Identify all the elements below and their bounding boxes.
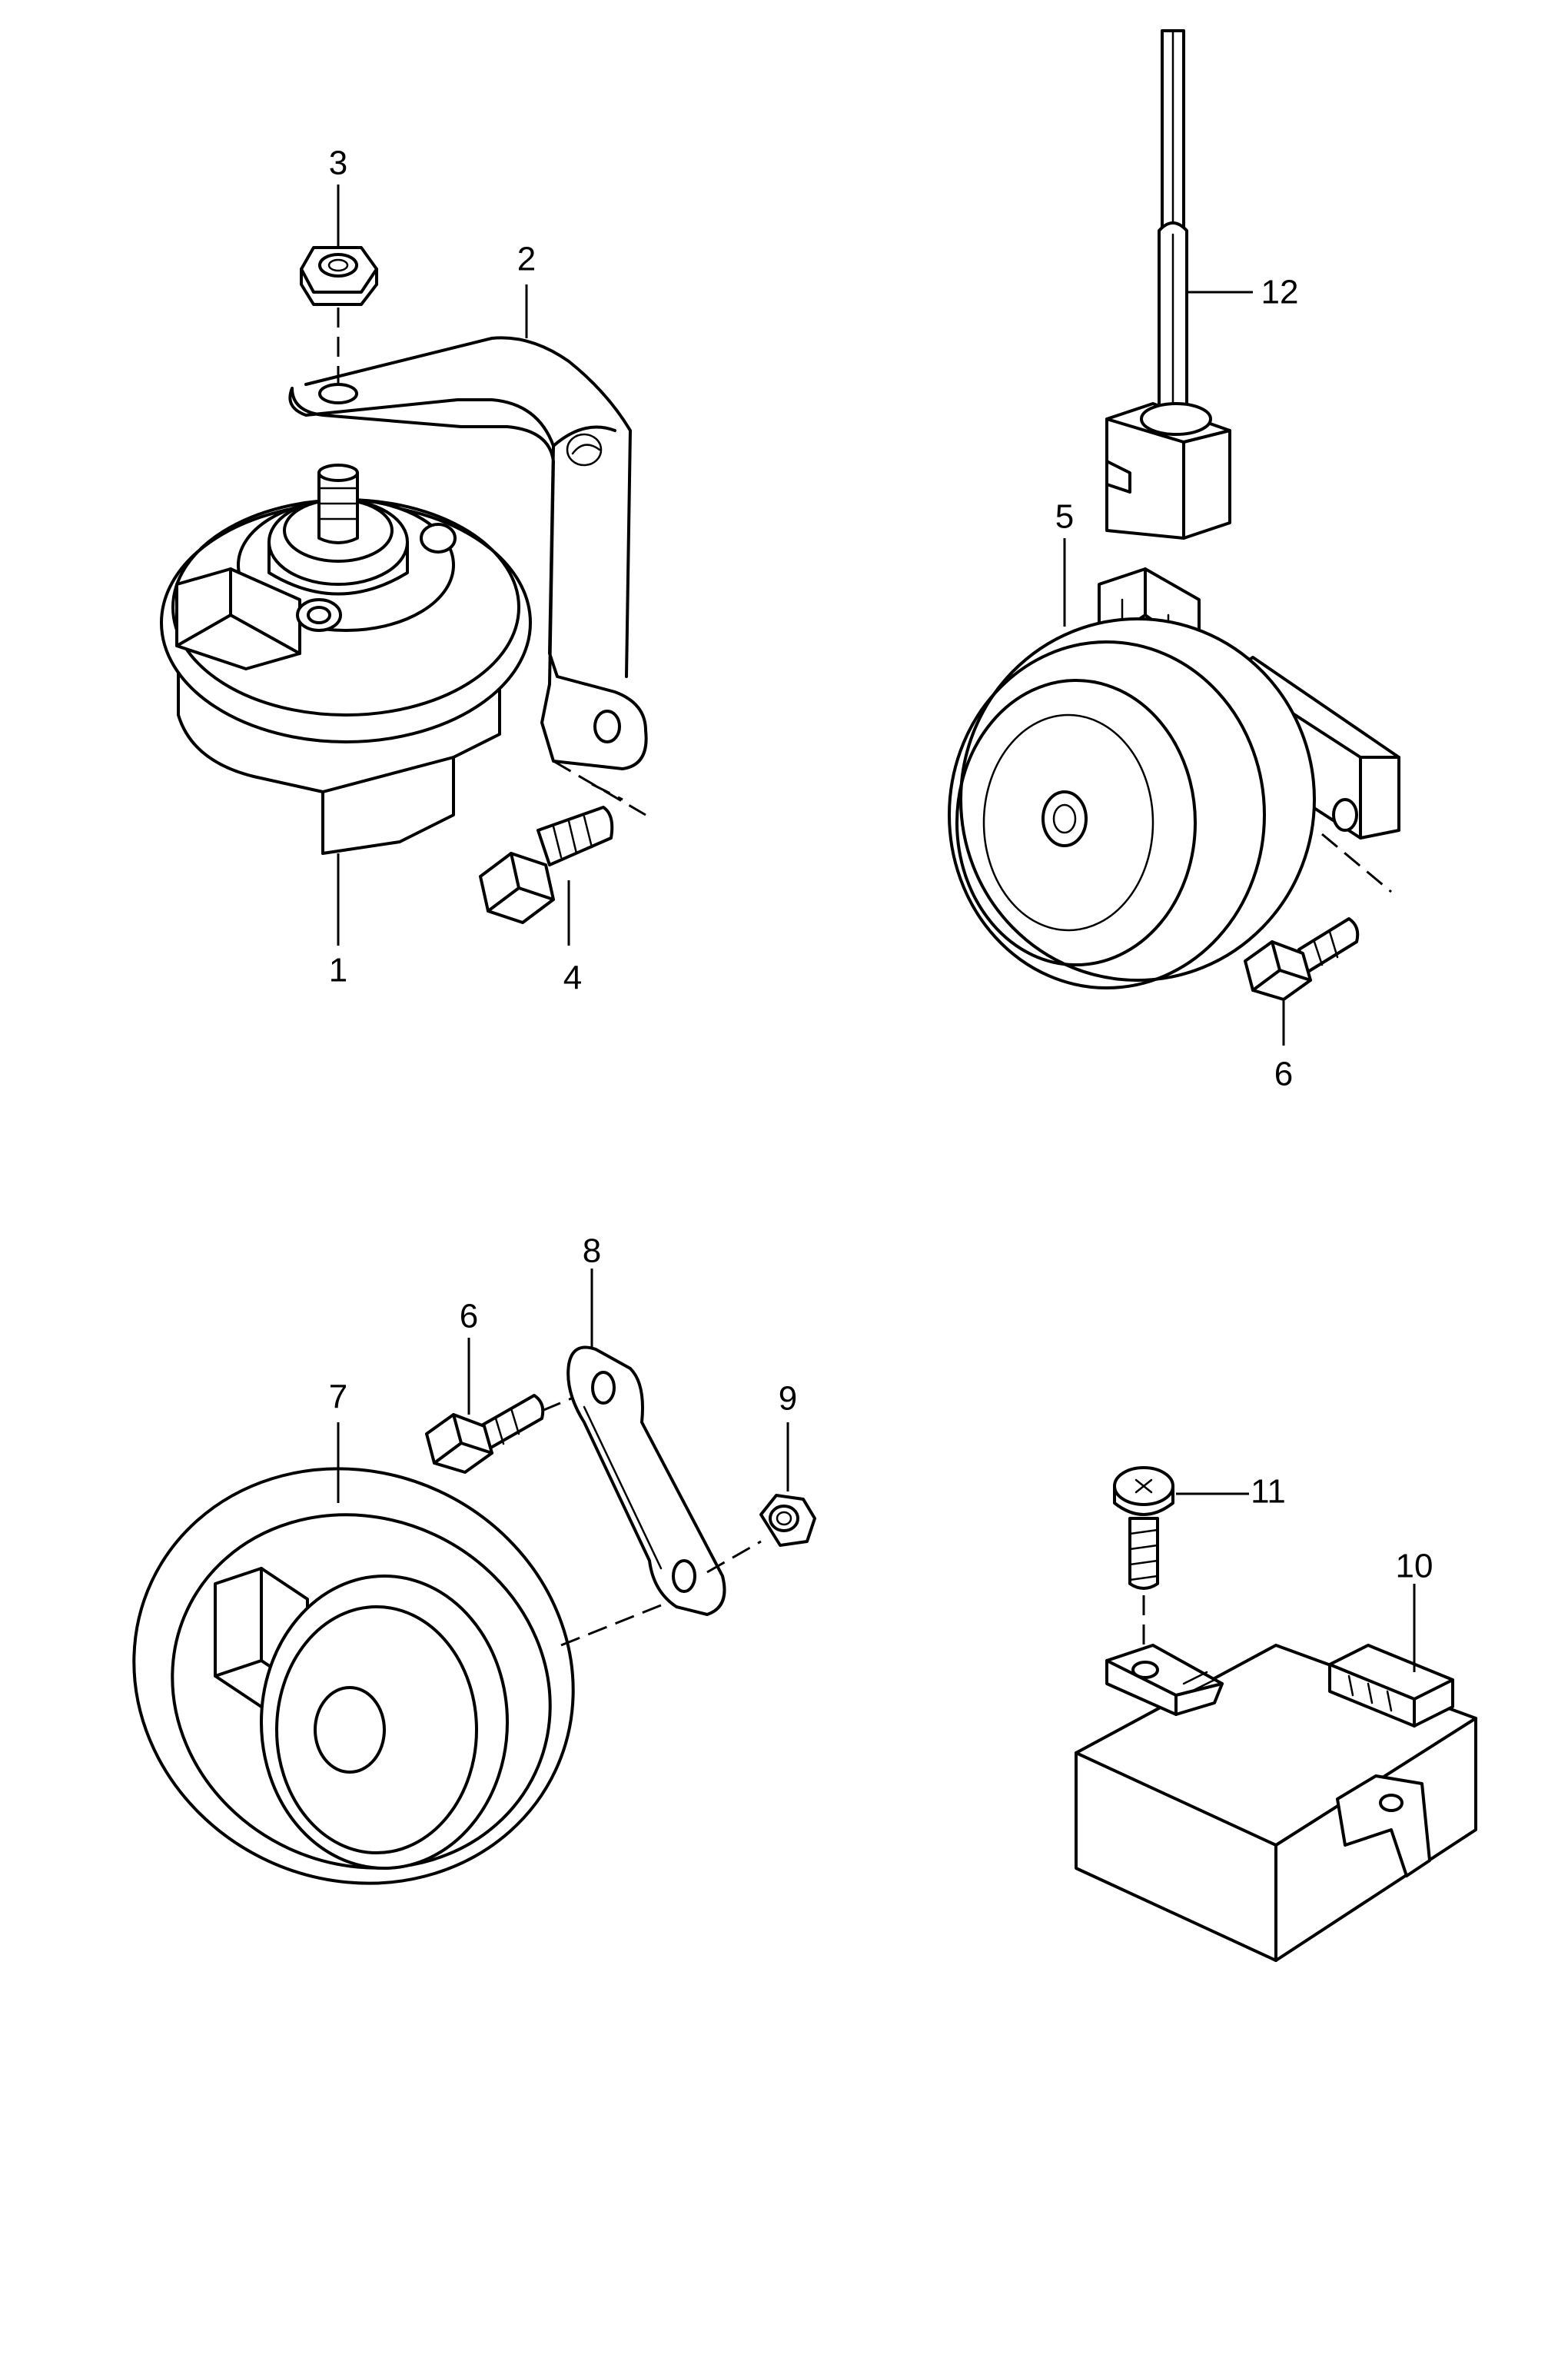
- screw-part-11: [1113, 1466, 1174, 1590]
- callout-6-upper: 6: [1274, 1056, 1293, 1093]
- callout-8: 8: [583, 1232, 601, 1270]
- control-unit-part-10: [1075, 1644, 1477, 1962]
- callout-12: 12: [1261, 274, 1299, 311]
- callout-5: 5: [1055, 498, 1074, 536]
- assembly-line-9: [706, 1540, 762, 1574]
- callout-1: 1: [329, 952, 347, 989]
- assembly-line-4b: [591, 783, 623, 801]
- bracket-part-8: [566, 1345, 726, 1616]
- callout-3: 3: [329, 145, 347, 182]
- nut-part-9: [759, 1494, 816, 1547]
- bolt-part-6a: [1244, 917, 1360, 1001]
- horn-part-1: [160, 464, 532, 855]
- callout-6-lower: 6: [460, 1298, 478, 1335]
- horn-part-7: [132, 1467, 575, 1885]
- horn-part-5: [948, 567, 1400, 989]
- nut-part-3: [300, 246, 378, 306]
- bracket-part-2: [288, 336, 648, 770]
- callout-9: 9: [779, 1380, 797, 1418]
- callout-11: 11: [1251, 1473, 1286, 1511]
- bolt-part-4: [479, 806, 614, 924]
- bolt-part-6b: [425, 1394, 545, 1474]
- wire-part-12: [1105, 29, 1231, 540]
- callout-4: 4: [563, 959, 582, 997]
- assembly-line-4a: [553, 760, 646, 816]
- assembly-line-6a: [1321, 833, 1392, 893]
- callout-2: 2: [517, 241, 536, 278]
- assembly-line-7: [560, 1598, 677, 1647]
- callout-10: 10: [1396, 1548, 1433, 1585]
- callout-7: 7: [329, 1378, 347, 1416]
